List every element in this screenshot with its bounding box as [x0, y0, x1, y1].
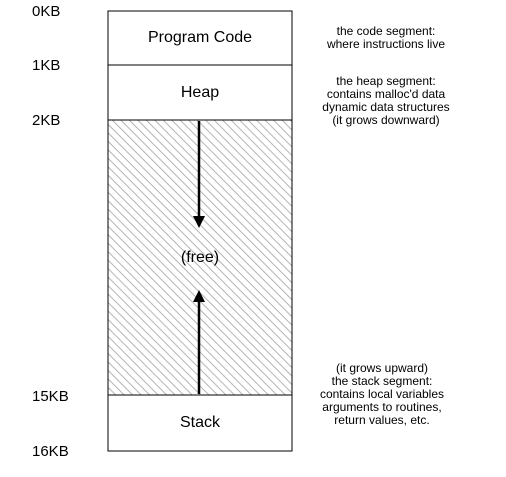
address-16kb: 16KB: [32, 443, 69, 460]
address-0kb: 0KB: [32, 3, 61, 20]
segment-label-code: Program Code: [147, 29, 253, 46]
note-code-line-2: where instructions live: [326, 37, 446, 51]
address-space-box: [107, 10, 293, 452]
note-code-segment: the code segment: where instructions liv…: [286, 25, 486, 51]
note-stack-line-1: (it grows upward): [335, 361, 429, 375]
note-stack-segment: (it grows upward) the stack segment: con…: [282, 362, 482, 427]
note-heap-segment: the heap segment: contains malloc'd data…: [286, 75, 486, 127]
address-2kb: 2KB: [32, 112, 61, 129]
note-heap-line-3: dynamic data structures: [322, 100, 450, 114]
note-heap-line-1: the heap segment:: [336, 74, 436, 88]
note-stack-line-3: contains local variables: [319, 387, 445, 401]
note-stack-line-4: arguments to routines,: [322, 400, 442, 414]
segment-label-stack: Stack: [179, 414, 220, 431]
segment-label-free: (free): [180, 249, 220, 266]
segment-label-heap: Heap: [180, 84, 220, 101]
address-15kb: 15KB: [32, 388, 69, 405]
note-stack-line-2: the stack segment:: [331, 374, 433, 388]
note-heap-line-4: (it grows downward): [332, 113, 440, 127]
heap-growth-arrowhead: [193, 216, 205, 228]
address-1kb: 1KB: [32, 57, 61, 74]
note-stack-line-5: return values, etc.: [334, 413, 430, 427]
note-code-line-1: the code segment:: [336, 24, 436, 38]
note-heap-line-2: contains malloc'd data: [326, 87, 446, 101]
stack-growth-arrowhead: [193, 290, 205, 302]
